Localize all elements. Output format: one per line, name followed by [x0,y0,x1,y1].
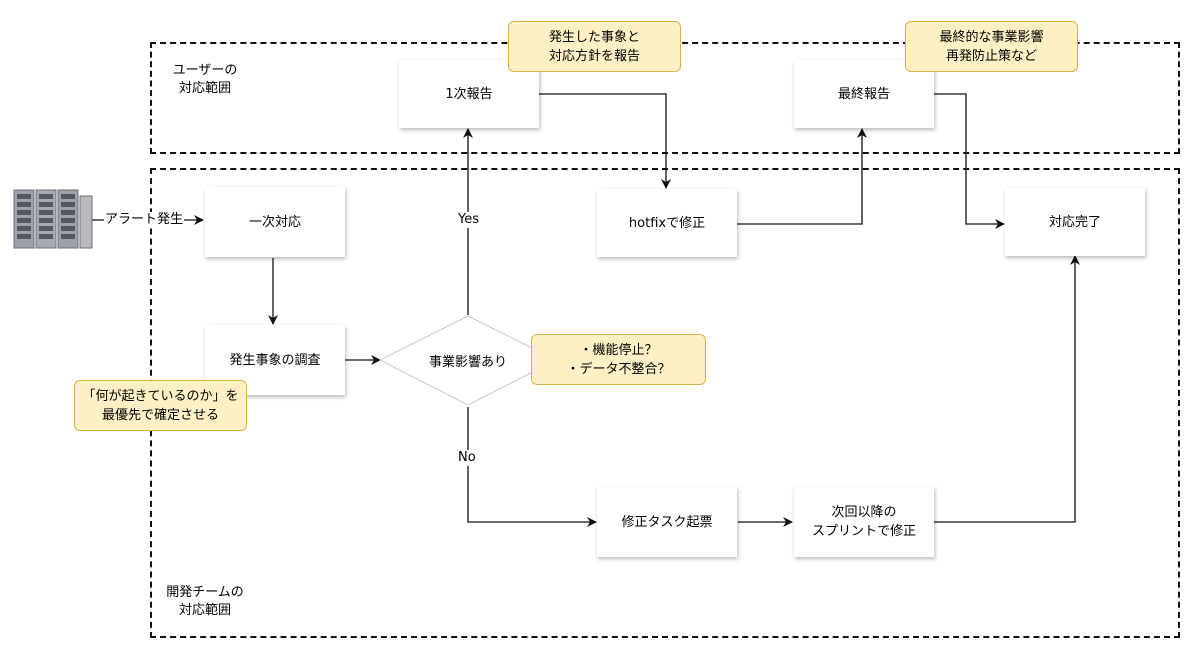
first-response-box[interactable]: 一次対応 [205,187,345,257]
yes-label: Yes [457,212,480,228]
alert-label: アラート発生 [104,212,185,228]
user-scope-label: ユーザーの 対応範囲 [172,63,238,96]
next-sprint-box[interactable]: 次回以降の スプリントで修正 [794,487,934,557]
complete-box[interactable]: 対応完了 [1005,188,1145,256]
edge-sprint-to-complete [934,255,1080,523]
impact-examples-note: ・機能停止？ ・データ不整合？ [531,334,706,385]
priority-note: 「何が起きているのか」を 最優先で確定させる [74,380,247,431]
edge-report-to-hotfix [539,93,671,189]
dev-scope-label: 開発チームの 対応範囲 [166,585,244,618]
edge-no [467,407,597,527]
task-box[interactable]: 修正タスク起票 [597,487,737,557]
final-content-note: 最終的な事業影響 再発防止策など [905,21,1078,72]
decision-diamond [378,315,558,406]
report-content-note: 発生した事象と 対応方針を報告 [508,21,681,72]
hotfix-box[interactable]: hotfixで修正 [597,189,737,257]
edge-final-to-complete [934,93,1005,229]
edge-hotfix-to-final [737,128,867,225]
no-label: No [457,450,477,466]
server-rack-icon [13,189,93,249]
decision-label[interactable]: 事業影響あり [428,354,507,370]
